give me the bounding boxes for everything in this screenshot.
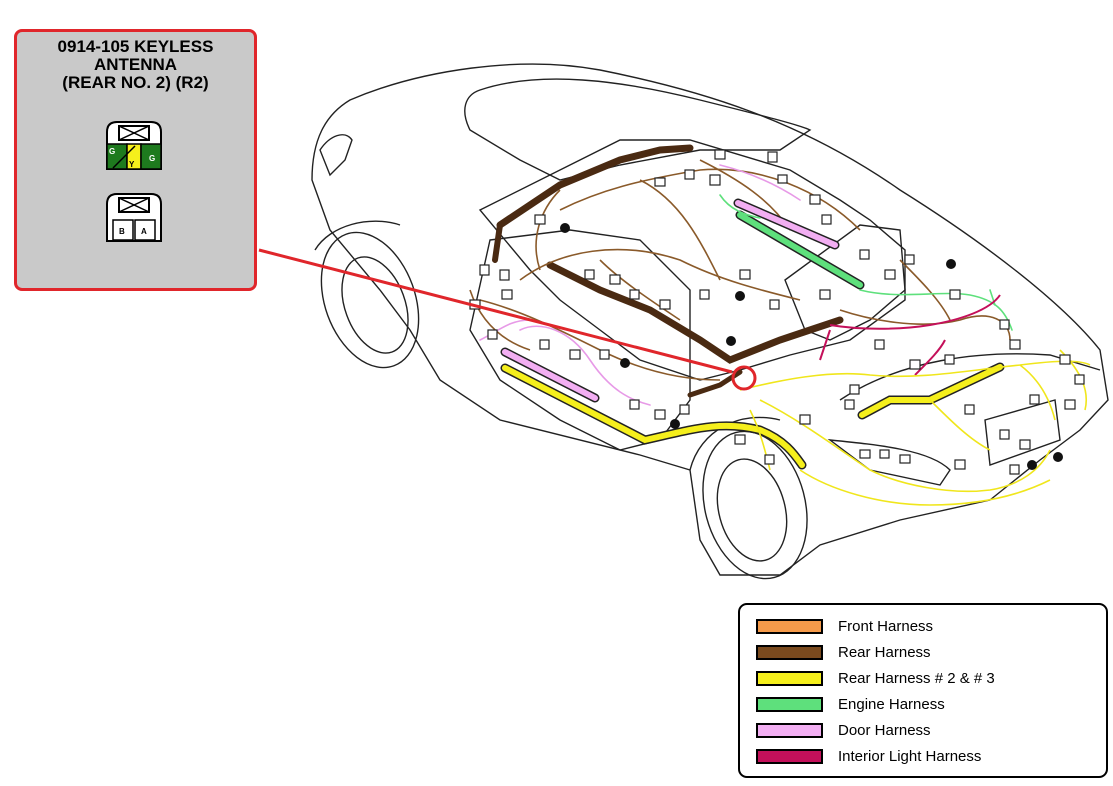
legend-swatch bbox=[756, 619, 823, 634]
door-harness-lines bbox=[479, 164, 840, 406]
pin-label-g-right: G bbox=[149, 154, 155, 163]
callout-leader-line bbox=[258, 248, 733, 374]
legend-item-front-harness: Front Harness bbox=[756, 617, 1096, 639]
pin-label-y: Y bbox=[129, 160, 135, 169]
connector-callout: 0914-105 KEYLESS ANTENNA (REAR NO. 2) (R… bbox=[14, 29, 257, 291]
connector-blocks bbox=[469, 149, 1085, 475]
callout-title-line-3: (REAR NO. 2) (R2) bbox=[62, 73, 209, 92]
legend-label: Engine Harness bbox=[838, 696, 945, 713]
rear-harness-2-3-lines bbox=[500, 362, 1005, 470]
callout-title: 0914-105 KEYLESS ANTENNA (REAR NO. 2) (R… bbox=[17, 38, 254, 92]
callout-title-line-1: 0914-105 KEYLESS bbox=[57, 37, 214, 56]
connector-harness-side-icon: G Y G bbox=[106, 121, 162, 170]
engine-harness-lines bbox=[719, 194, 1013, 331]
legend-item-door-harness: Door Harness bbox=[756, 721, 1096, 743]
harness-legend: Front Harness Rear Harness Rear Harness … bbox=[738, 603, 1108, 778]
rear-harness-2-3-branches bbox=[739, 349, 1091, 506]
pin-label-g-left: G bbox=[109, 147, 115, 156]
legend-label: Interior Light Harness bbox=[838, 748, 982, 765]
legend-label: Door Harness bbox=[838, 722, 931, 739]
legend-swatch bbox=[756, 723, 823, 738]
legend-label: Rear Harness bbox=[838, 644, 931, 661]
connector-location-marker bbox=[731, 365, 757, 391]
legend-swatch bbox=[756, 749, 823, 764]
rear-harness-lines bbox=[492, 144, 844, 398]
legend-label: Rear Harness # 2 & # 3 bbox=[838, 670, 995, 687]
legend-item-interior-light-harness: Interior Light Harness bbox=[756, 747, 1096, 769]
legend-item-rear-harness-2-3: Rear Harness # 2 & # 3 bbox=[756, 669, 1096, 691]
car-body bbox=[311, 63, 1109, 580]
ground-points bbox=[560, 223, 1063, 470]
pin-label-b: B bbox=[119, 227, 125, 236]
connector-terminal-side-icon: B A bbox=[106, 193, 162, 242]
interior-light-harness-lines bbox=[819, 294, 1001, 376]
legend-swatch bbox=[756, 671, 823, 686]
legend-item-rear-harness: Rear Harness bbox=[756, 643, 1096, 665]
legend-swatch bbox=[756, 697, 823, 712]
legend-item-engine-harness: Engine Harness bbox=[756, 695, 1096, 717]
legend-swatch bbox=[756, 645, 823, 660]
callout-title-line-2: ANTENNA bbox=[93, 55, 178, 74]
pin-label-a: A bbox=[141, 227, 147, 236]
legend-label: Front Harness bbox=[838, 618, 934, 635]
